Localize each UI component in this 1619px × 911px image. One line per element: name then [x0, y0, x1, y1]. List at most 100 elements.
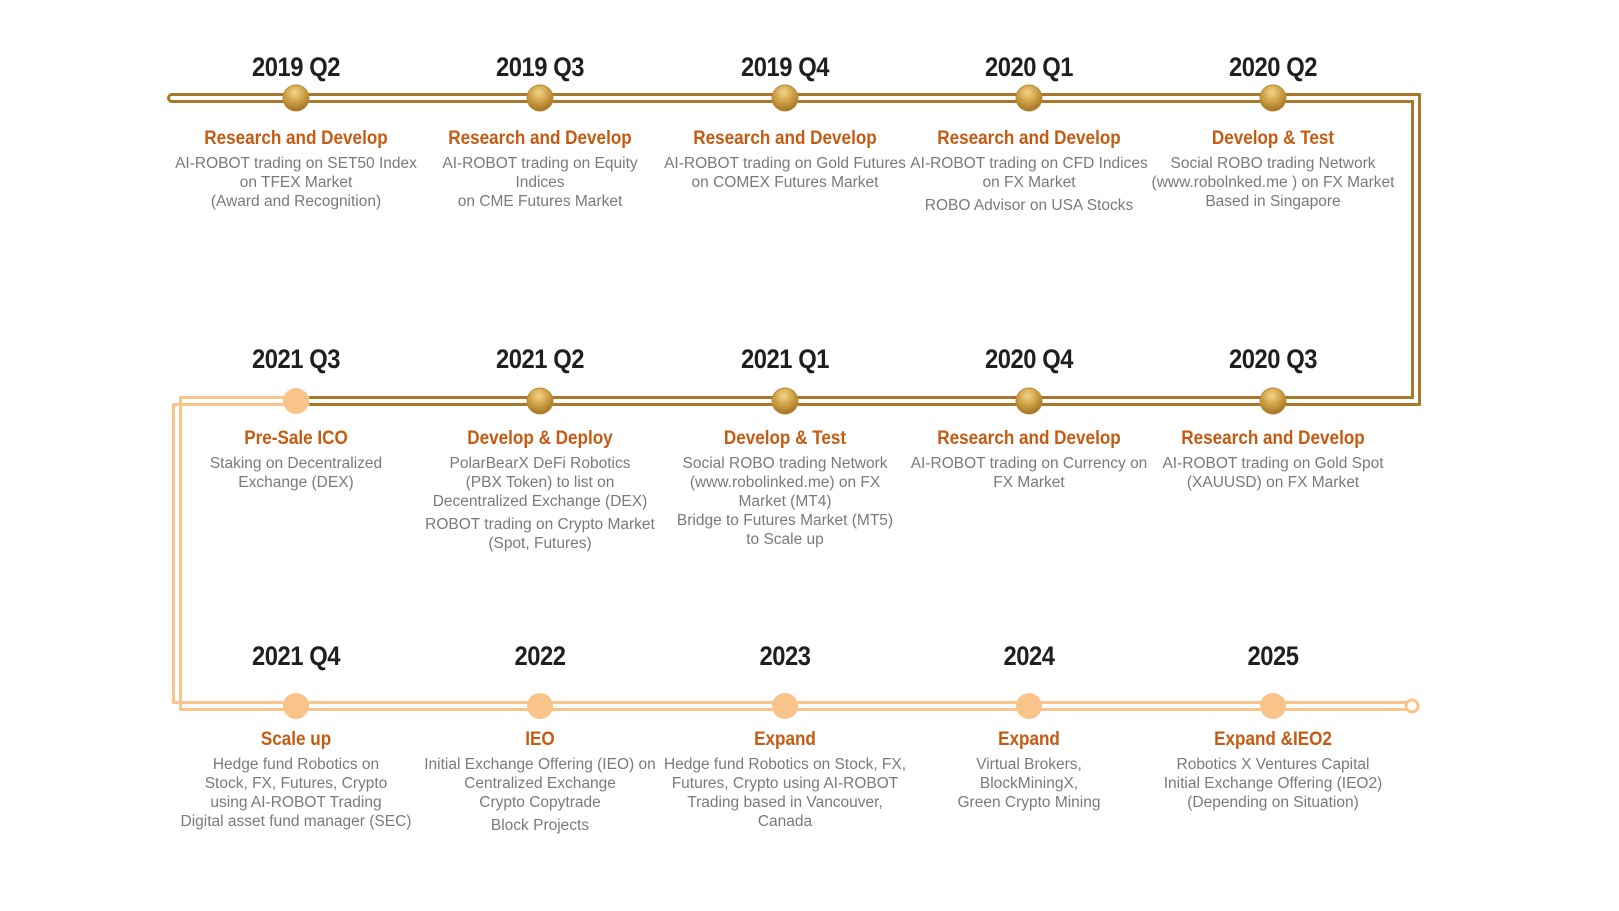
milestone-node-done [771, 387, 799, 415]
milestone-title: Develop & Test [1211, 128, 1335, 149]
milestone-detail-line: Based in Singapore [1205, 193, 1341, 210]
milestone-detail-line: Canada [757, 813, 813, 830]
milestone-detail-line: using AI-ROBOT Trading [210, 794, 382, 811]
milestone-node-done [771, 84, 799, 112]
milestone-detail-line: Decentralized Exchange (DEX) [432, 493, 648, 510]
milestone-detail-line: (Award and Recognition) [210, 193, 382, 210]
milestone-detail-line: to Scale up [746, 531, 824, 548]
milestone-detail-line: Robotics X Ventures Capital [1176, 756, 1370, 773]
milestone-detail-line: PolarBearX DeFi Robotics [449, 455, 631, 472]
milestone-detail-line: Hedge fund Robotics on [212, 756, 380, 773]
milestone-period: 2020 Q3 [1228, 344, 1318, 374]
milestone-detail-line: (www.robolinked.me) on FX [689, 474, 881, 491]
milestone-title: Develop & Deploy [467, 428, 613, 449]
milestone-detail-line: (Spot, Futures) [488, 535, 592, 552]
milestone-detail-line: AI-ROBOT trading on Equity [442, 155, 638, 172]
milestone-detail-line: on CME Futures Market [457, 193, 623, 210]
milestone-detail-line: on TFEX Market [239, 174, 353, 191]
milestone-title: Research and Develop [693, 128, 877, 149]
rail-left-connector-inner [179, 396, 310, 711]
milestone-detail-line: on COMEX Futures Market [691, 174, 879, 191]
milestone-period: 2019 Q3 [495, 52, 585, 82]
milestone-period: 2021 Q1 [740, 344, 830, 374]
milestone-detail-line: Centralized Exchange [464, 775, 616, 792]
milestone-period: 2021 Q2 [495, 344, 585, 374]
milestone-detail-line: Social ROBO trading Network [682, 455, 888, 472]
milestone-node-upcoming [1016, 693, 1042, 719]
milestone-node-done [526, 84, 554, 112]
milestone-detail-line: Exchange (DEX) [238, 474, 354, 491]
milestone-period: 2022 [514, 641, 566, 671]
milestone-title: Research and Develop [204, 128, 388, 149]
milestone-node-done [1015, 84, 1043, 112]
milestone-period: 2024 [1003, 641, 1055, 671]
milestone-period: 2021 Q4 [251, 641, 341, 671]
milestone-node-done [282, 84, 310, 112]
milestone-node-done [1015, 387, 1043, 415]
milestone-title: Expand [754, 729, 816, 750]
milestone-node-done [1259, 84, 1287, 112]
milestone-detail-line: on FX Market [982, 174, 1076, 191]
milestone-detail-line: ROBOT trading on Crypto Market [425, 516, 655, 533]
milestone-detail-line: Green Crypto Mining [957, 794, 1101, 811]
milestone-detail-line: ROBO Advisor on USA Stocks [924, 197, 1134, 214]
milestone-title: Expand [998, 729, 1060, 750]
milestone-detail-line: Bridge to Futures Market (MT5) [676, 512, 894, 529]
milestone-title: Research and Develop [448, 128, 632, 149]
milestone-detail-line: Block Projects [490, 817, 590, 834]
milestone-period: 2020 Q2 [1228, 52, 1318, 82]
milestone-node-upcoming [283, 693, 309, 719]
milestone-detail-line: Initial Exchange Offering (IEO2) [1163, 775, 1383, 792]
milestone-title: Scale up [260, 729, 332, 750]
milestone-detail-line: Market (MT4) [738, 493, 832, 510]
milestone-node-done [526, 387, 554, 415]
milestone-detail-line: Initial Exchange Offering (IEO) on [424, 756, 656, 773]
milestone-detail-line: Trading based in Vancouver, [687, 794, 883, 811]
milestone-detail-line: Staking on Decentralized [209, 455, 383, 472]
milestone-card: Scale up Hedge fund Robotics on Stock, FX,… [171, 729, 421, 831]
milestone-title: Research and Develop [1181, 428, 1365, 449]
milestone-title: Develop & Test [723, 428, 847, 449]
milestone-detail-line: AI-ROBOT trading on CFD Indices [910, 155, 1148, 172]
milestone-detail-line: AI-ROBOT trading on SET50 Index [175, 155, 417, 172]
milestone-period: 2021 Q3 [251, 344, 341, 374]
rail-left-connector-outer [172, 403, 310, 704]
milestone-detail-line: Crypto Copytrade [479, 794, 601, 811]
milestone-detail-line: (Depending on Situation) [1187, 794, 1359, 811]
milestone-period: 2019 Q2 [251, 52, 341, 82]
milestone-title: Expand &IEO2 [1214, 729, 1332, 750]
milestone-detail-line: FX Market [993, 474, 1065, 491]
milestone-title: IEO [525, 729, 555, 750]
milestone-detail-line: (www.robolnked.me ) on FX Market [1151, 174, 1395, 191]
milestone-detail-line: AI-ROBOT trading on Currency on [910, 455, 1148, 472]
milestone-node-upcoming [527, 693, 553, 719]
milestone-detail-line: AI-ROBOT trading on Gold Futures [664, 155, 906, 172]
milestone-node-done [1259, 387, 1287, 415]
milestone-period: 2020 Q1 [984, 52, 1074, 82]
milestone-detail-line: Indices [515, 174, 565, 191]
milestone-node-upcoming [283, 388, 309, 414]
milestone-detail-line: Futures, Crypto using AI-ROBOT [671, 775, 899, 792]
milestone-node-upcoming [1260, 693, 1286, 719]
milestone-period: 2019 Q4 [740, 52, 830, 82]
milestone-detail-line: Stock, FX, Futures, Crypto [204, 775, 388, 792]
rail-row1-cap [167, 93, 174, 103]
milestone-detail-line: Virtual Brokers, [976, 756, 1082, 773]
milestone-node-upcoming [772, 693, 798, 719]
milestone-detail-line: BlockMiningX, [979, 775, 1079, 792]
milestone-card: IEO Initial Exchange Offering (IEO) on Cen… [415, 729, 665, 835]
milestone-detail-line: Digital asset fund manager (SEC) [180, 813, 412, 830]
